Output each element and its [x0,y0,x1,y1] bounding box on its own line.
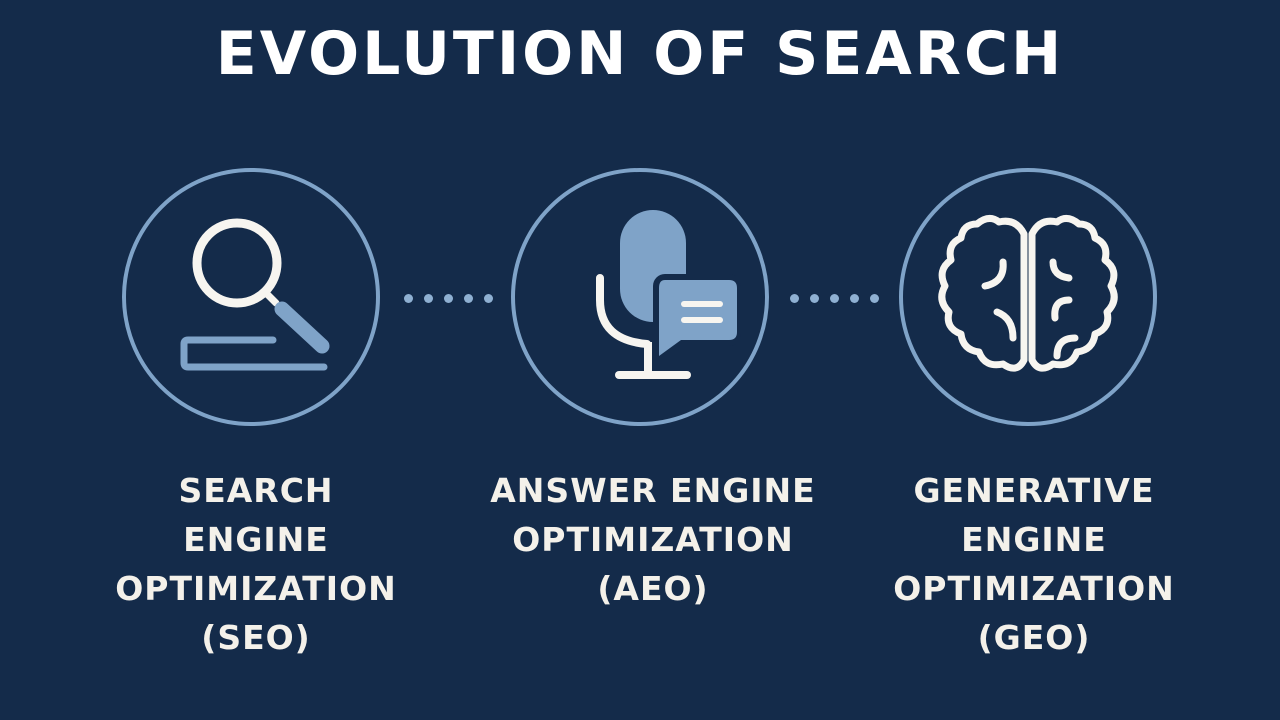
connector-dot [870,293,879,303]
connector-dot [810,293,819,303]
seo-stage-circle [122,168,380,426]
connector-aeo-to-geo [790,293,879,303]
brain-icon [938,215,1118,372]
seo-label-line: (SEO) [201,618,311,657]
connector-dot [464,293,473,303]
connector-dot [830,293,839,303]
geo-label-line: OPTIMIZATION [893,569,1175,608]
aeo-label-line: ANSWER ENGINE [490,471,816,510]
connector-seo-to-aeo [404,293,493,303]
geo-label-line: ENGINE [961,520,1107,559]
connector-dot [790,293,799,303]
connector-dot [850,293,859,303]
aeo-label-line: OPTIMIZATION [512,520,794,559]
geo-stage-circle [899,168,1157,426]
seo-label: SEARCH ENGINE OPTIMIZATION (SEO) [76,466,436,662]
magnifying-glass-search-bar-icon [180,218,330,371]
seo-label-line: SEARCH [178,471,334,510]
microphone-chat-bubble-icon [596,210,741,379]
connector-dot [484,293,493,303]
aeo-stage-circle [511,168,769,426]
aeo-label-line: (AEO) [597,569,709,608]
geo-label: GENERATIVE ENGINE OPTIMIZATION (GEO) [854,466,1214,662]
seo-label-line: OPTIMIZATION [115,569,397,608]
geo-label-line: GENERATIVE [913,471,1155,510]
geo-label-line: (GEO) [977,618,1091,657]
aeo-label: ANSWER ENGINE OPTIMIZATION (AEO) [473,466,833,613]
connector-dot [424,293,433,303]
page-title: EVOLUTION OF SEARCH [215,19,1065,89]
connector-dot [404,293,413,303]
seo-label-line: ENGINE [183,520,329,559]
connector-dot [444,293,453,303]
